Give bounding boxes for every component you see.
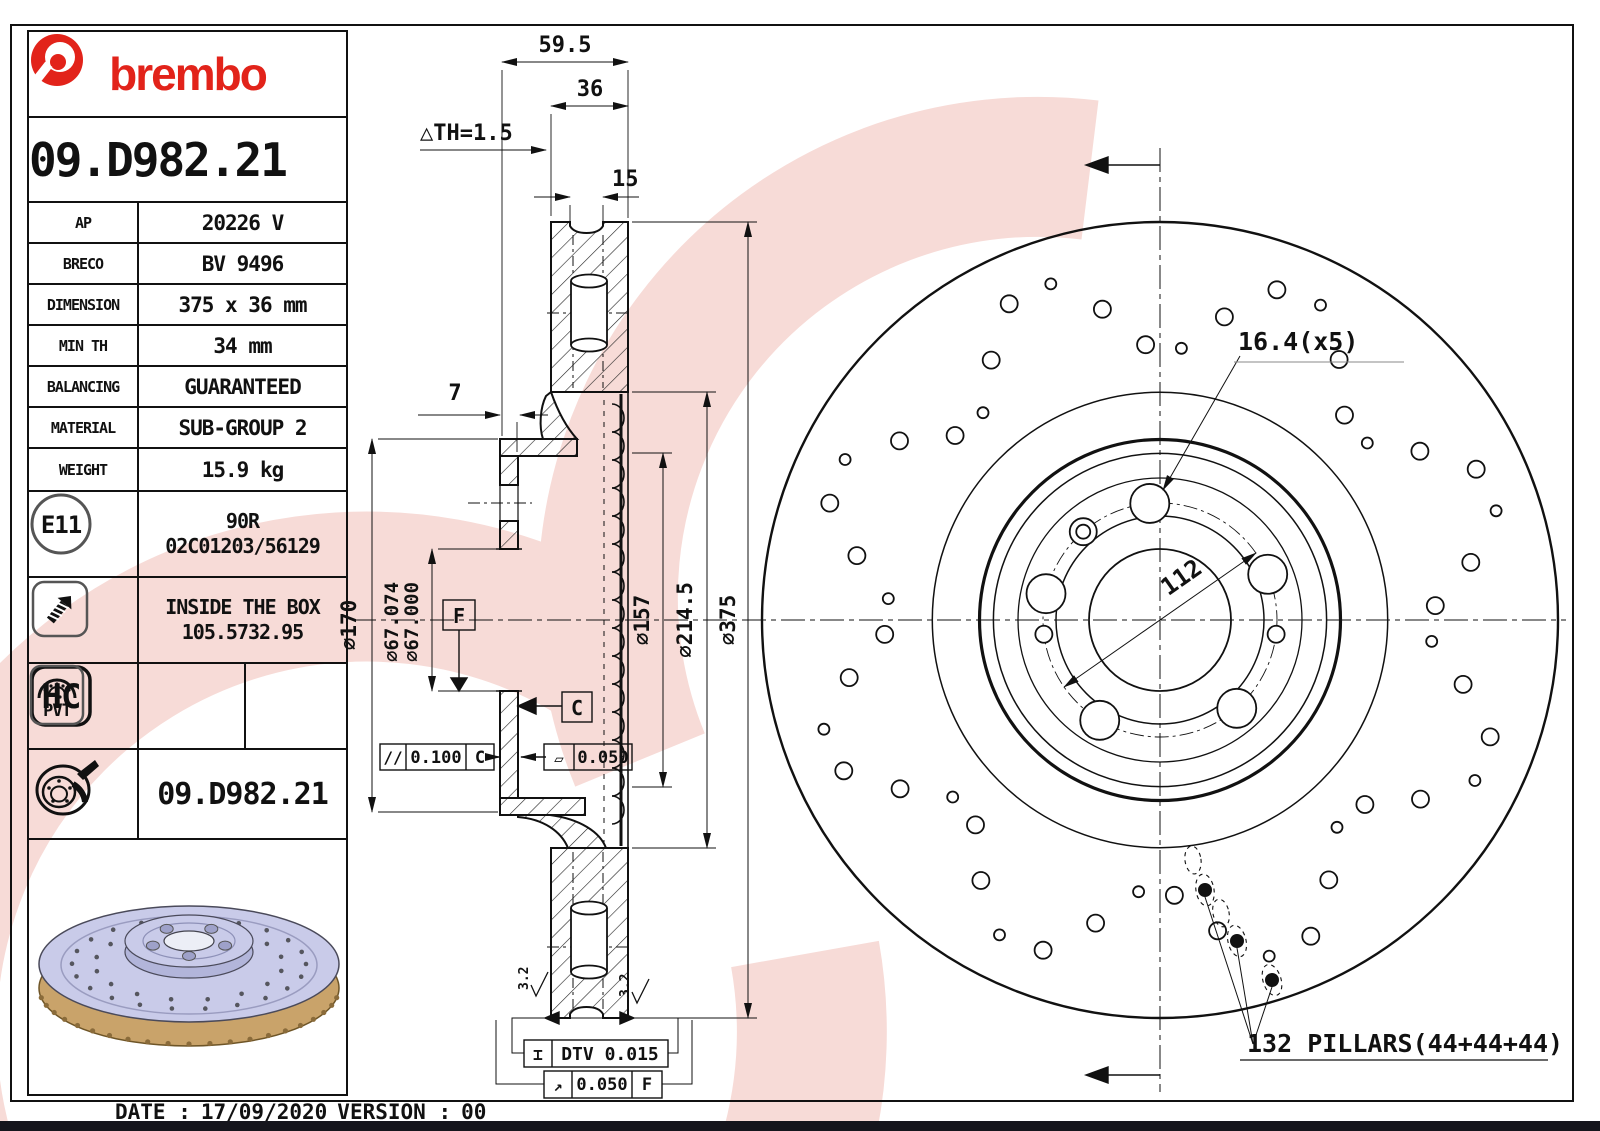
spec-value: 20226 V bbox=[137, 203, 346, 242]
front-circles bbox=[760, 220, 1560, 1020]
spec-value: BV 9496 bbox=[137, 244, 346, 283]
version-label: VERSION : bbox=[337, 1100, 452, 1124]
approval-line2: 02C01203/56129 bbox=[165, 534, 321, 558]
spec-label: MIN TH bbox=[58, 336, 108, 355]
version-value: 00 bbox=[461, 1100, 487, 1124]
inside-box-row: INSIDE THE BOX 105.5732.95 bbox=[29, 576, 346, 662]
hub-bolt-holes bbox=[1025, 483, 1289, 741]
cs-gdt bbox=[379, 599, 693, 1099]
runout-ref: F bbox=[642, 1075, 652, 1095]
dim-15: 15 bbox=[612, 167, 639, 192]
flatness-symbol: ▱ bbox=[554, 749, 564, 768]
dim-7: 7 bbox=[448, 381, 461, 406]
brand-header: brembo bbox=[29, 32, 346, 116]
spec-value: 15.9 kg bbox=[137, 449, 346, 490]
spec-value: 375 x 36 mm bbox=[137, 285, 346, 324]
inside-box-line2: 105.5732.95 bbox=[181, 620, 304, 644]
date-value: 17/09/2020 bbox=[200, 1100, 328, 1124]
spec-label: WEIGHT bbox=[58, 460, 108, 479]
spec-row-min-th: MIN TH 34 mm bbox=[29, 324, 346, 365]
spec-label: AP bbox=[74, 213, 92, 232]
spec-label: DIMENSION bbox=[46, 295, 120, 314]
dtv-value: DTV 0.015 bbox=[561, 1044, 659, 1065]
dia-157: ⌀157 bbox=[630, 595, 654, 646]
parallelism-symbol: // bbox=[383, 748, 402, 767]
dim-59-5: 59.5 bbox=[539, 33, 592, 58]
spec-panel: brembo 09.D982.21 AP 20226 V BRECO BV 94… bbox=[27, 30, 348, 1096]
spec-row-ap: AP 20226 V bbox=[29, 201, 346, 242]
spec-label: MATERIAL bbox=[50, 418, 116, 437]
roughness-left: 3.2 bbox=[517, 967, 532, 990]
brand-wordmark: brembo bbox=[109, 48, 268, 100]
section-arrows bbox=[1083, 156, 1160, 1084]
runout-symbol: ↗ bbox=[553, 1077, 562, 1095]
e11-badge-text: E11 bbox=[41, 511, 82, 539]
spec-label: BRECO bbox=[62, 254, 104, 273]
runout-value: 0.050 bbox=[576, 1075, 627, 1095]
spec-row-balancing: BALANCING GUARANTEED bbox=[29, 365, 346, 406]
dia-67-074: ⌀67.074 bbox=[381, 582, 403, 662]
parallelism-value: 0.100 bbox=[410, 748, 461, 768]
pillar-callout: 132 PILLARS(44+44+44) bbox=[1184, 845, 1563, 1061]
inside-box-line1: INSIDE THE BOX bbox=[165, 595, 321, 619]
spec-row-weight: WEIGHT 15.9 kg bbox=[29, 447, 346, 490]
dim-36: 36 bbox=[577, 77, 604, 102]
screw-icon bbox=[31, 580, 89, 638]
drill-hole-cylinders bbox=[570, 273, 608, 980]
spec-value: GUARANTEED bbox=[137, 367, 346, 406]
pillars-label: 132 PILLARS(44+44+44) bbox=[1247, 1029, 1563, 1058]
bolt-hole-dimension: 16.4(x5) bbox=[1162, 327, 1404, 491]
parallelism-ref: C bbox=[475, 748, 485, 768]
flatness-value: 0.050 bbox=[577, 748, 628, 768]
title-block-footer: DATE : 17/09/2020 VERSION : 00 bbox=[115, 1100, 496, 1124]
roughness-right: 3.2 bbox=[618, 974, 633, 997]
approval-row: E11 90R 02C01203/56129 bbox=[29, 490, 346, 576]
product-render-row bbox=[29, 838, 346, 1095]
cross-section-view: 59.5 36 15 △TH=1.5 7 ⌀170 ⌀67.074 ⌀67.00… bbox=[337, 33, 1566, 1099]
dia-214-5: ⌀214.5 bbox=[673, 582, 697, 658]
dim-th: △TH=1.5 bbox=[420, 121, 513, 146]
cs-labels: 59.5 36 15 △TH=1.5 7 ⌀170 ⌀67.074 ⌀67.00… bbox=[337, 33, 740, 1095]
brembo-watermark bbox=[0, 96, 1099, 1131]
footer-part-number: 09.D982.21 bbox=[137, 750, 346, 838]
friction-drill-holes bbox=[817, 277, 1503, 963]
spec-label: BALANCING bbox=[46, 377, 120, 396]
dia-170: ⌀170 bbox=[337, 600, 361, 651]
footer-part-number-row: 09.D982.21 bbox=[29, 748, 346, 838]
datum-f: F bbox=[453, 604, 465, 628]
e11-badge-icon: E11 bbox=[30, 493, 92, 555]
front-view: 112 16.4(x5) bbox=[760, 148, 1563, 1092]
pvt-badge-icon: PVT bbox=[29, 664, 85, 726]
spec-row-material: MATERIAL SUB-GROUP 2 bbox=[29, 406, 346, 447]
part-number-row: 09.D982.21 bbox=[29, 116, 346, 201]
sheet-bottom-bar bbox=[0, 1121, 1600, 1131]
part-number: 09.D982.21 bbox=[29, 132, 288, 187]
dia-67-000: ⌀67.000 bbox=[401, 582, 423, 662]
spec-value: 34 mm bbox=[137, 326, 346, 365]
brake-disc-icon bbox=[35, 760, 99, 816]
badges-empty-cell bbox=[244, 664, 346, 748]
dtv-symbol: ⌶ bbox=[533, 1045, 543, 1064]
spec-row-breco: BRECO BV 9496 bbox=[29, 242, 346, 283]
bolt-hole-dim-value: 16.4(x5) bbox=[1238, 327, 1358, 356]
spec-value: SUB-GROUP 2 bbox=[137, 408, 346, 447]
datum-c: C bbox=[571, 696, 583, 720]
brake-disc-render bbox=[38, 905, 340, 1047]
brembo-logo-icon bbox=[31, 34, 83, 86]
date-label: DATE : bbox=[115, 1100, 191, 1124]
spec-row-dimension: DIMENSION 375 x 36 mm bbox=[29, 283, 346, 324]
cs-dimensions bbox=[368, 58, 757, 1019]
dia-375: ⌀375 bbox=[716, 595, 740, 646]
approval-line1: 90R bbox=[225, 509, 260, 533]
badges-row: HC PVT bbox=[29, 662, 346, 748]
pvt-badge-text: PVT bbox=[43, 701, 71, 721]
